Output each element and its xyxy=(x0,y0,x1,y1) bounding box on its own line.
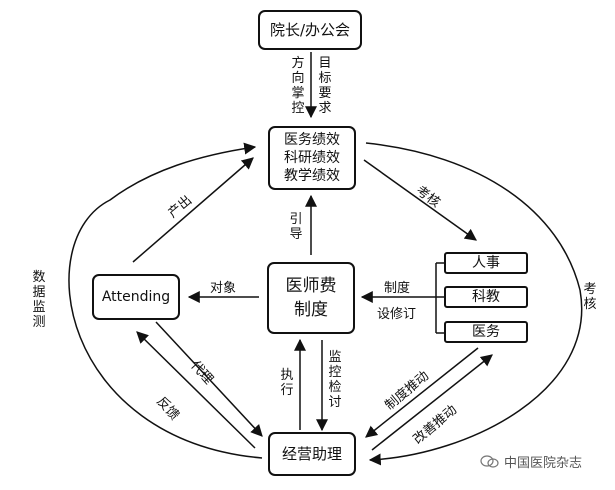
label-target-requirement: 目标要求 xyxy=(318,56,332,116)
assistant-box: 经营助理 xyxy=(268,432,356,476)
label-institution: 制度 xyxy=(384,281,411,296)
wechat-icon xyxy=(480,454,499,468)
label-direction-control: 方向掌控 xyxy=(291,56,305,116)
attending-box: Attending xyxy=(92,274,180,320)
performance-teaching: 教学绩效 xyxy=(284,168,340,184)
assistant-label: 经营助理 xyxy=(281,445,342,463)
doctor-fee-box: 医师费 制度 xyxy=(267,262,355,334)
doctor-fee-line2: 制度 xyxy=(294,300,328,320)
label-design-revise: 设修订 xyxy=(377,307,417,322)
watermark-text: 中国医院杂志 xyxy=(504,456,583,471)
arrow-assistant-attending xyxy=(136,331,256,449)
arrow-attending-assistant xyxy=(155,321,263,437)
label-assess-right: 考核 xyxy=(583,282,597,312)
arrow-performance-hr xyxy=(363,159,477,241)
medical-box: 医务 xyxy=(444,321,528,343)
arrow-assistant-dept xyxy=(371,354,493,451)
doctor-fee-line1: 医师费 xyxy=(285,276,337,296)
president-box: 院长/办公会 xyxy=(258,10,362,50)
research-edu-label: 科教 xyxy=(472,289,500,305)
arrow-attending-performance xyxy=(132,157,254,263)
label-data-monitor: 数据监测 xyxy=(32,270,46,330)
hr-label: 人事 xyxy=(472,255,500,271)
performance-box: 医务绩效 科研绩效 教学绩效 xyxy=(268,126,356,190)
watermark: 中国医院杂志 xyxy=(480,452,582,471)
arc-data-monitor xyxy=(68,142,263,459)
research-edu-box: 科教 xyxy=(444,286,528,308)
medical-label: 医务 xyxy=(472,324,500,340)
hr-box: 人事 xyxy=(444,252,528,274)
arrow-dept-assistant xyxy=(365,347,479,438)
performance-research: 科研绩效 xyxy=(284,150,340,166)
arc-assess-right xyxy=(365,142,583,466)
attending-label: Attending xyxy=(101,289,171,305)
label-execute: 执行 xyxy=(280,368,294,398)
label-monitor-check: 监控检讨 xyxy=(328,350,342,410)
label-guide: 引导 xyxy=(289,212,303,242)
label-object: 对象 xyxy=(210,281,237,296)
performance-medical: 医务绩效 xyxy=(284,132,340,148)
president-label: 院长/办公会 xyxy=(269,21,351,39)
